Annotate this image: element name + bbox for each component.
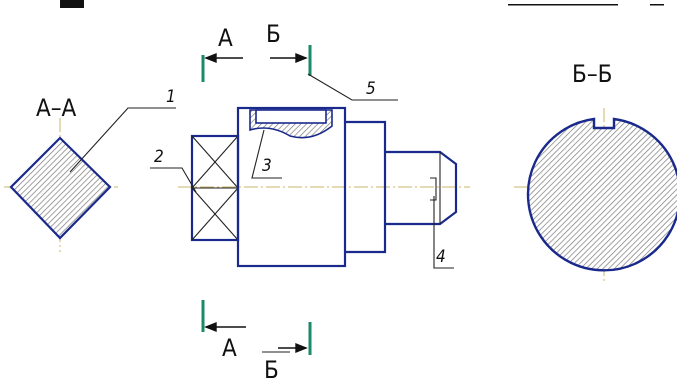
callout-3: 3: [262, 156, 272, 176]
header-fragment: [60, 0, 664, 8]
cutting-planes-top: А Б: [201, 20, 312, 82]
callout-5: 5: [366, 79, 376, 99]
cutting-planes-bottom: А Б: [201, 300, 312, 383]
section-aa-title: А–А: [36, 94, 77, 122]
cut-b-top-label: Б: [266, 20, 281, 48]
section-bb-view: Б–Б: [514, 60, 677, 282]
callout-2: 2: [154, 147, 164, 167]
section-bb-title: Б–Б: [572, 60, 612, 88]
shaft-body: [236, 106, 347, 268]
cut-a-top-label: А: [218, 24, 233, 52]
section-aa-view: А–А: [4, 94, 118, 252]
cut-a-bottom-label: А: [222, 334, 237, 362]
section-aa-shape: [9, 136, 112, 240]
callout-1: 1: [166, 87, 176, 107]
section-bb-shape: [526, 117, 677, 272]
callout-4: 4: [436, 247, 446, 267]
shaft-main-view: [178, 106, 470, 268]
cut-b-bottom-label: Б: [264, 356, 279, 383]
callouts: 1 2 3 4 5: [69, 73, 454, 269]
